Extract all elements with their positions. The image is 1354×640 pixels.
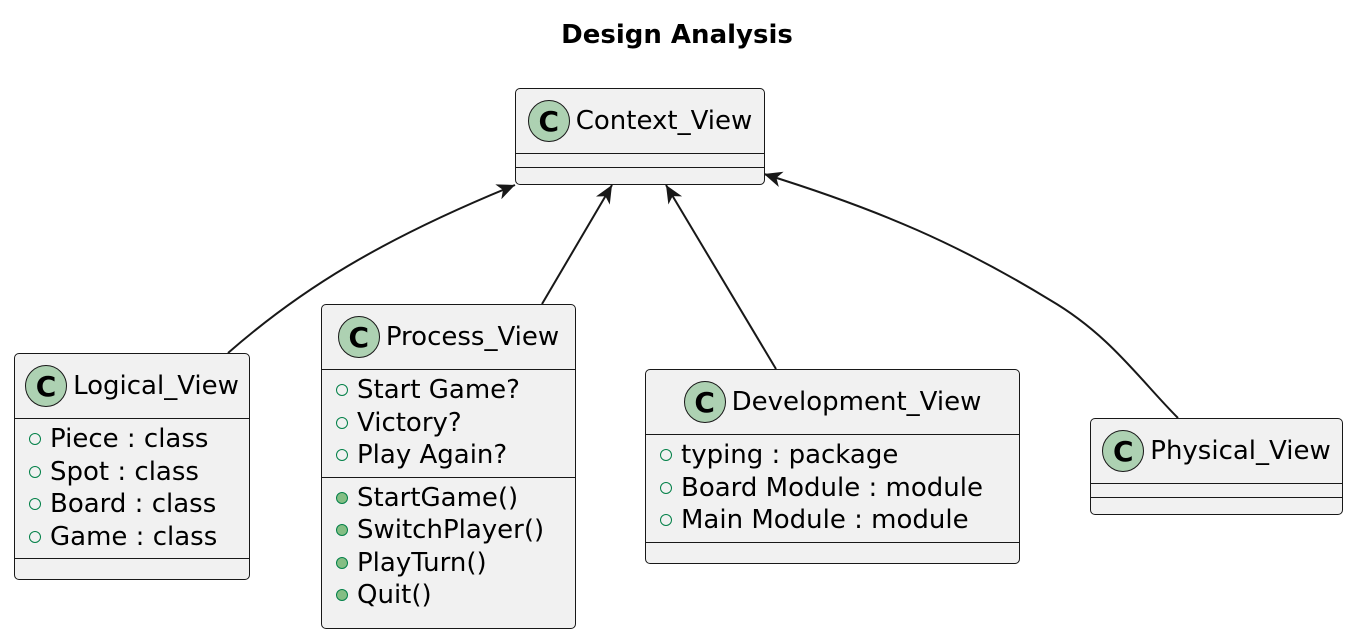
class-name: Logical_View: [73, 371, 239, 401]
class-attributes-section: [516, 153, 764, 167]
public-marker-icon: [29, 498, 41, 511]
edge-physical-to-context: [763, 171, 1179, 419]
class-name: Development_View: [731, 387, 982, 417]
class-methods-section: [15, 558, 249, 572]
class-icon: C: [25, 365, 68, 407]
attribute-item: typing : package: [660, 439, 1013, 472]
public-marker-icon: [336, 416, 348, 429]
class-methods-section: StartGame() SwitchPlayer() PlayTurn() Qu…: [322, 476, 575, 617]
attribute-item: Board Module : module: [660, 472, 1013, 505]
attribute-item: Start Game?: [336, 374, 569, 407]
attribute-item: Spot : class: [29, 456, 243, 489]
attribute-item: Main Module : module: [660, 504, 1013, 537]
class-attributes-section: Start Game? Victory? Play Again?: [322, 369, 575, 477]
class-physical-view: C Physical_View: [1090, 418, 1343, 515]
method-item: PlayTurn(): [336, 547, 569, 580]
class-context-view: C Context_View: [515, 88, 765, 185]
public-marker-icon: [660, 514, 672, 527]
public-marker-icon: [29, 530, 41, 543]
public-method-icon: [336, 524, 348, 537]
attribute-item: Game : class: [29, 521, 243, 554]
public-marker-icon: [660, 481, 672, 494]
diagram-title: Design Analysis: [561, 20, 793, 50]
class-process-view: C Process_View Start Game? Victory? Play…: [321, 304, 576, 629]
attribute-item: Play Again?: [336, 439, 569, 472]
attribute-item: Board : class: [29, 488, 243, 521]
edge-logical-to-context: [227, 184, 516, 354]
class-icon: C: [527, 100, 570, 142]
public-marker-icon: [29, 433, 41, 446]
method-item: Quit(): [336, 579, 569, 612]
method-item: StartGame(): [336, 482, 569, 515]
class-name: Process_View: [385, 322, 560, 352]
class-methods-section: [646, 541, 1019, 556]
public-marker-icon: [336, 384, 348, 397]
public-marker-icon: [29, 465, 41, 478]
class-methods-section: [516, 167, 764, 183]
attribute-item: Piece : class: [29, 423, 243, 456]
public-marker-icon: [660, 449, 672, 462]
class-methods-section: [1091, 497, 1342, 513]
public-method-icon: [336, 589, 348, 602]
edge-development-to-context: [665, 184, 777, 370]
class-development-view: C Development_View typing : package Boar…: [645, 369, 1020, 564]
method-item: SwitchPlayer(): [336, 514, 569, 547]
class-attributes-section: [1091, 483, 1342, 497]
edge-process-to-context: [541, 184, 613, 305]
attribute-item: Victory?: [336, 407, 569, 440]
public-marker-icon: [336, 449, 348, 462]
class-name: Physical_View: [1150, 436, 1331, 466]
class-logical-view: C Logical_View Piece : class Spot : clas…: [14, 353, 250, 580]
class-attributes-section: typing : package Board Module : module M…: [646, 434, 1019, 542]
public-method-icon: [336, 556, 348, 569]
public-method-icon: [336, 491, 348, 504]
class-name: Context_View: [575, 106, 753, 136]
class-icon: C: [1102, 430, 1145, 472]
class-attributes-section: Piece : class Spot : class Board : class…: [15, 418, 249, 558]
class-icon: C: [337, 316, 380, 358]
class-icon: C: [683, 381, 726, 423]
